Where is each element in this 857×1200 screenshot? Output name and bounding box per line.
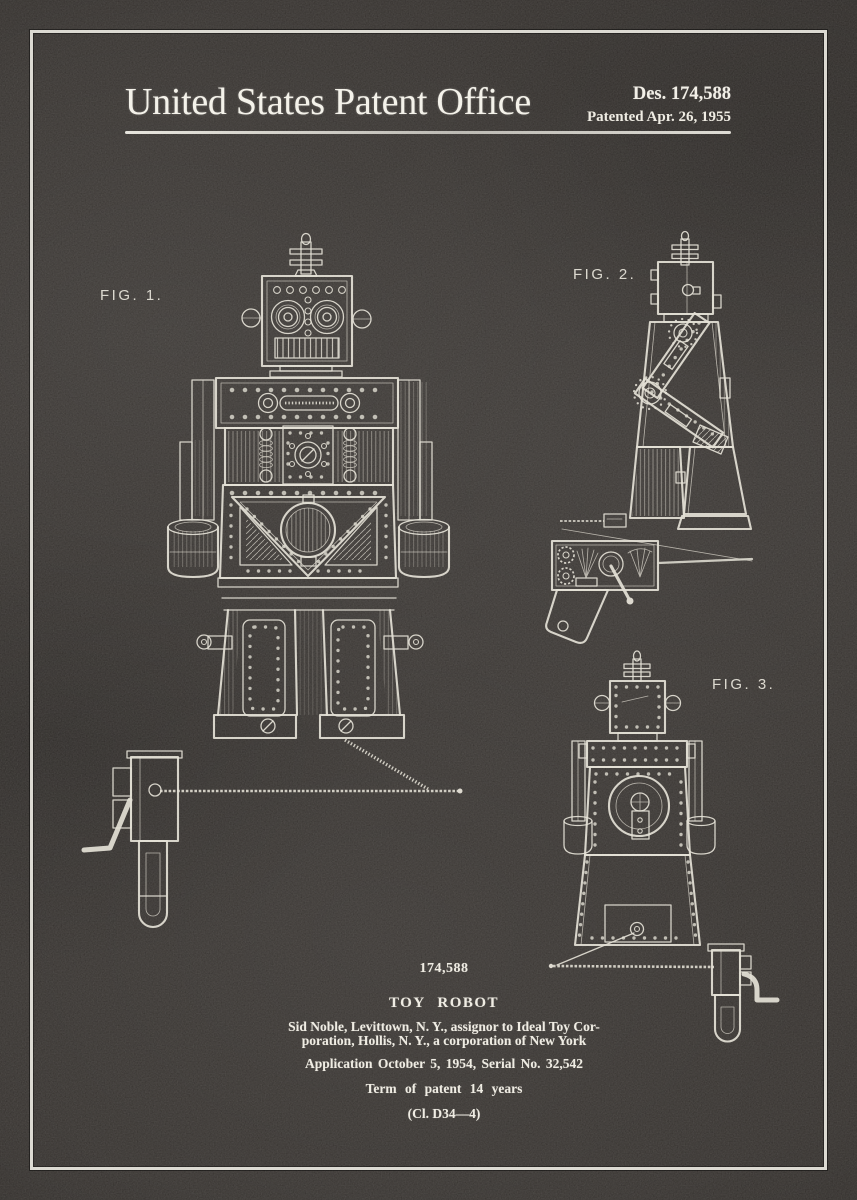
fig1-legs xyxy=(212,597,406,740)
fig2-control-rod xyxy=(656,557,754,565)
fig1-label: FIG. 1. xyxy=(100,287,164,304)
fig1-arms xyxy=(179,379,433,521)
fig1-head xyxy=(241,274,372,368)
fig3-arms xyxy=(563,740,716,855)
toy-robot-rear-view-drawing xyxy=(548,650,716,969)
fig1-chest xyxy=(223,425,395,487)
fig2-foot-cable xyxy=(560,513,753,562)
fig1-mouth-grill xyxy=(274,337,340,359)
footer-text-block: 174,588 TOY ROBOT Sid Noble, Levittown, … xyxy=(150,961,738,1122)
fig1-left-spring-coil xyxy=(259,427,273,483)
header-rule xyxy=(125,131,731,134)
coiled-cable xyxy=(344,738,429,791)
fig2-legs xyxy=(628,445,753,531)
footer-patent-number: 174,588 xyxy=(419,961,469,976)
fig1-left-hand-bucket xyxy=(166,518,220,579)
crank-handle xyxy=(81,797,133,853)
fig2-hand xyxy=(692,424,729,455)
fig1-right-foot xyxy=(318,713,406,740)
assignment-text: Sid Noble, Levittown, N. Y., assignor to… xyxy=(150,1020,738,1047)
fig3-lower-body xyxy=(556,853,702,966)
fig2-pistol-grip xyxy=(545,588,610,644)
fig2-head xyxy=(650,260,722,316)
right-hand-crank xyxy=(707,943,780,1043)
assignment-line-2: poration, Hollis, N. Y., a corporation o… xyxy=(301,1032,587,1048)
fig1-shoulder-bar xyxy=(214,376,400,430)
fig2-label: FIG. 2. xyxy=(573,266,637,283)
toy-robot-front-view-drawing xyxy=(166,232,451,740)
fig2-joystick-lever xyxy=(609,564,631,601)
fig1-right-eye xyxy=(309,299,345,335)
fig3-head xyxy=(593,679,682,735)
patent-number: Des. 174,588 xyxy=(632,84,731,104)
classification-line: (Cl. D34—4) xyxy=(407,1106,481,1121)
fig1-chest-dial xyxy=(294,441,322,469)
fig1-right-hand-bucket xyxy=(397,518,451,579)
toy-robot-side-view-with-remote-drawing xyxy=(545,230,754,644)
fig3-shoulders xyxy=(578,739,696,769)
fig3-cable-port xyxy=(629,921,645,937)
invention-title: TOY ROBOT xyxy=(388,995,500,1011)
assignment-line-1: Sid Noble, Levittown, N. Y., assignor to… xyxy=(288,1019,600,1034)
crank-handle xyxy=(741,971,780,1003)
fig2-shoulder-joint xyxy=(673,323,693,343)
fig2-foot xyxy=(676,514,753,531)
fig1-waist xyxy=(217,483,399,588)
application-line: Application October 5, 1954, Serial No. … xyxy=(305,1056,583,1071)
fig1-antenna xyxy=(289,232,323,277)
patent-date: Patented Apr. 26, 1955 xyxy=(586,109,731,125)
hand-crank-cable-controllers xyxy=(81,738,463,928)
fig2-arm xyxy=(632,311,729,455)
fig3-antenna xyxy=(623,650,651,682)
fig3-label: FIG. 3. xyxy=(712,676,776,693)
fig2-remote-control xyxy=(545,539,754,644)
fig1-right-spring-coil xyxy=(343,427,357,483)
term-line: Term of patent 14 years xyxy=(365,1081,523,1096)
fig1-left-foot xyxy=(212,713,298,740)
fig2-elbow-joint xyxy=(638,381,662,405)
fig2-antenna xyxy=(671,230,699,266)
left-hand-crank xyxy=(81,750,183,928)
fig3-torso xyxy=(583,765,692,857)
page-title: United States Patent Office xyxy=(125,81,531,123)
fig3-crank-cable xyxy=(552,964,715,969)
fig1-left-eye xyxy=(270,299,306,335)
